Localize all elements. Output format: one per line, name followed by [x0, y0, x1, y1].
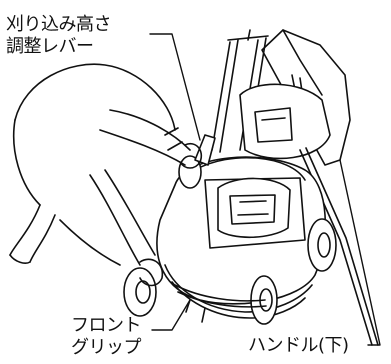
cut-height-lever — [194, 134, 216, 166]
label-front-grip-line1: フロント — [71, 315, 142, 336]
front-grip — [174, 284, 267, 308]
label-cut-height-line2: 調整レバー — [6, 36, 94, 57]
leader-handle-lower — [339, 159, 381, 346]
label-handle-lower: ハンドル(下) — [248, 335, 349, 356]
mower-deck — [156, 156, 327, 305]
leader-lines — [149, 33, 381, 346]
label-cut-height-line1: 刈り込み高さ — [6, 14, 112, 35]
label-front-grip-line2: グリップ — [71, 337, 142, 358]
person — [9, 63, 203, 287]
leader-front-grip — [151, 299, 191, 331]
motor-housing — [239, 83, 331, 160]
leader-cut-height — [149, 33, 201, 141]
